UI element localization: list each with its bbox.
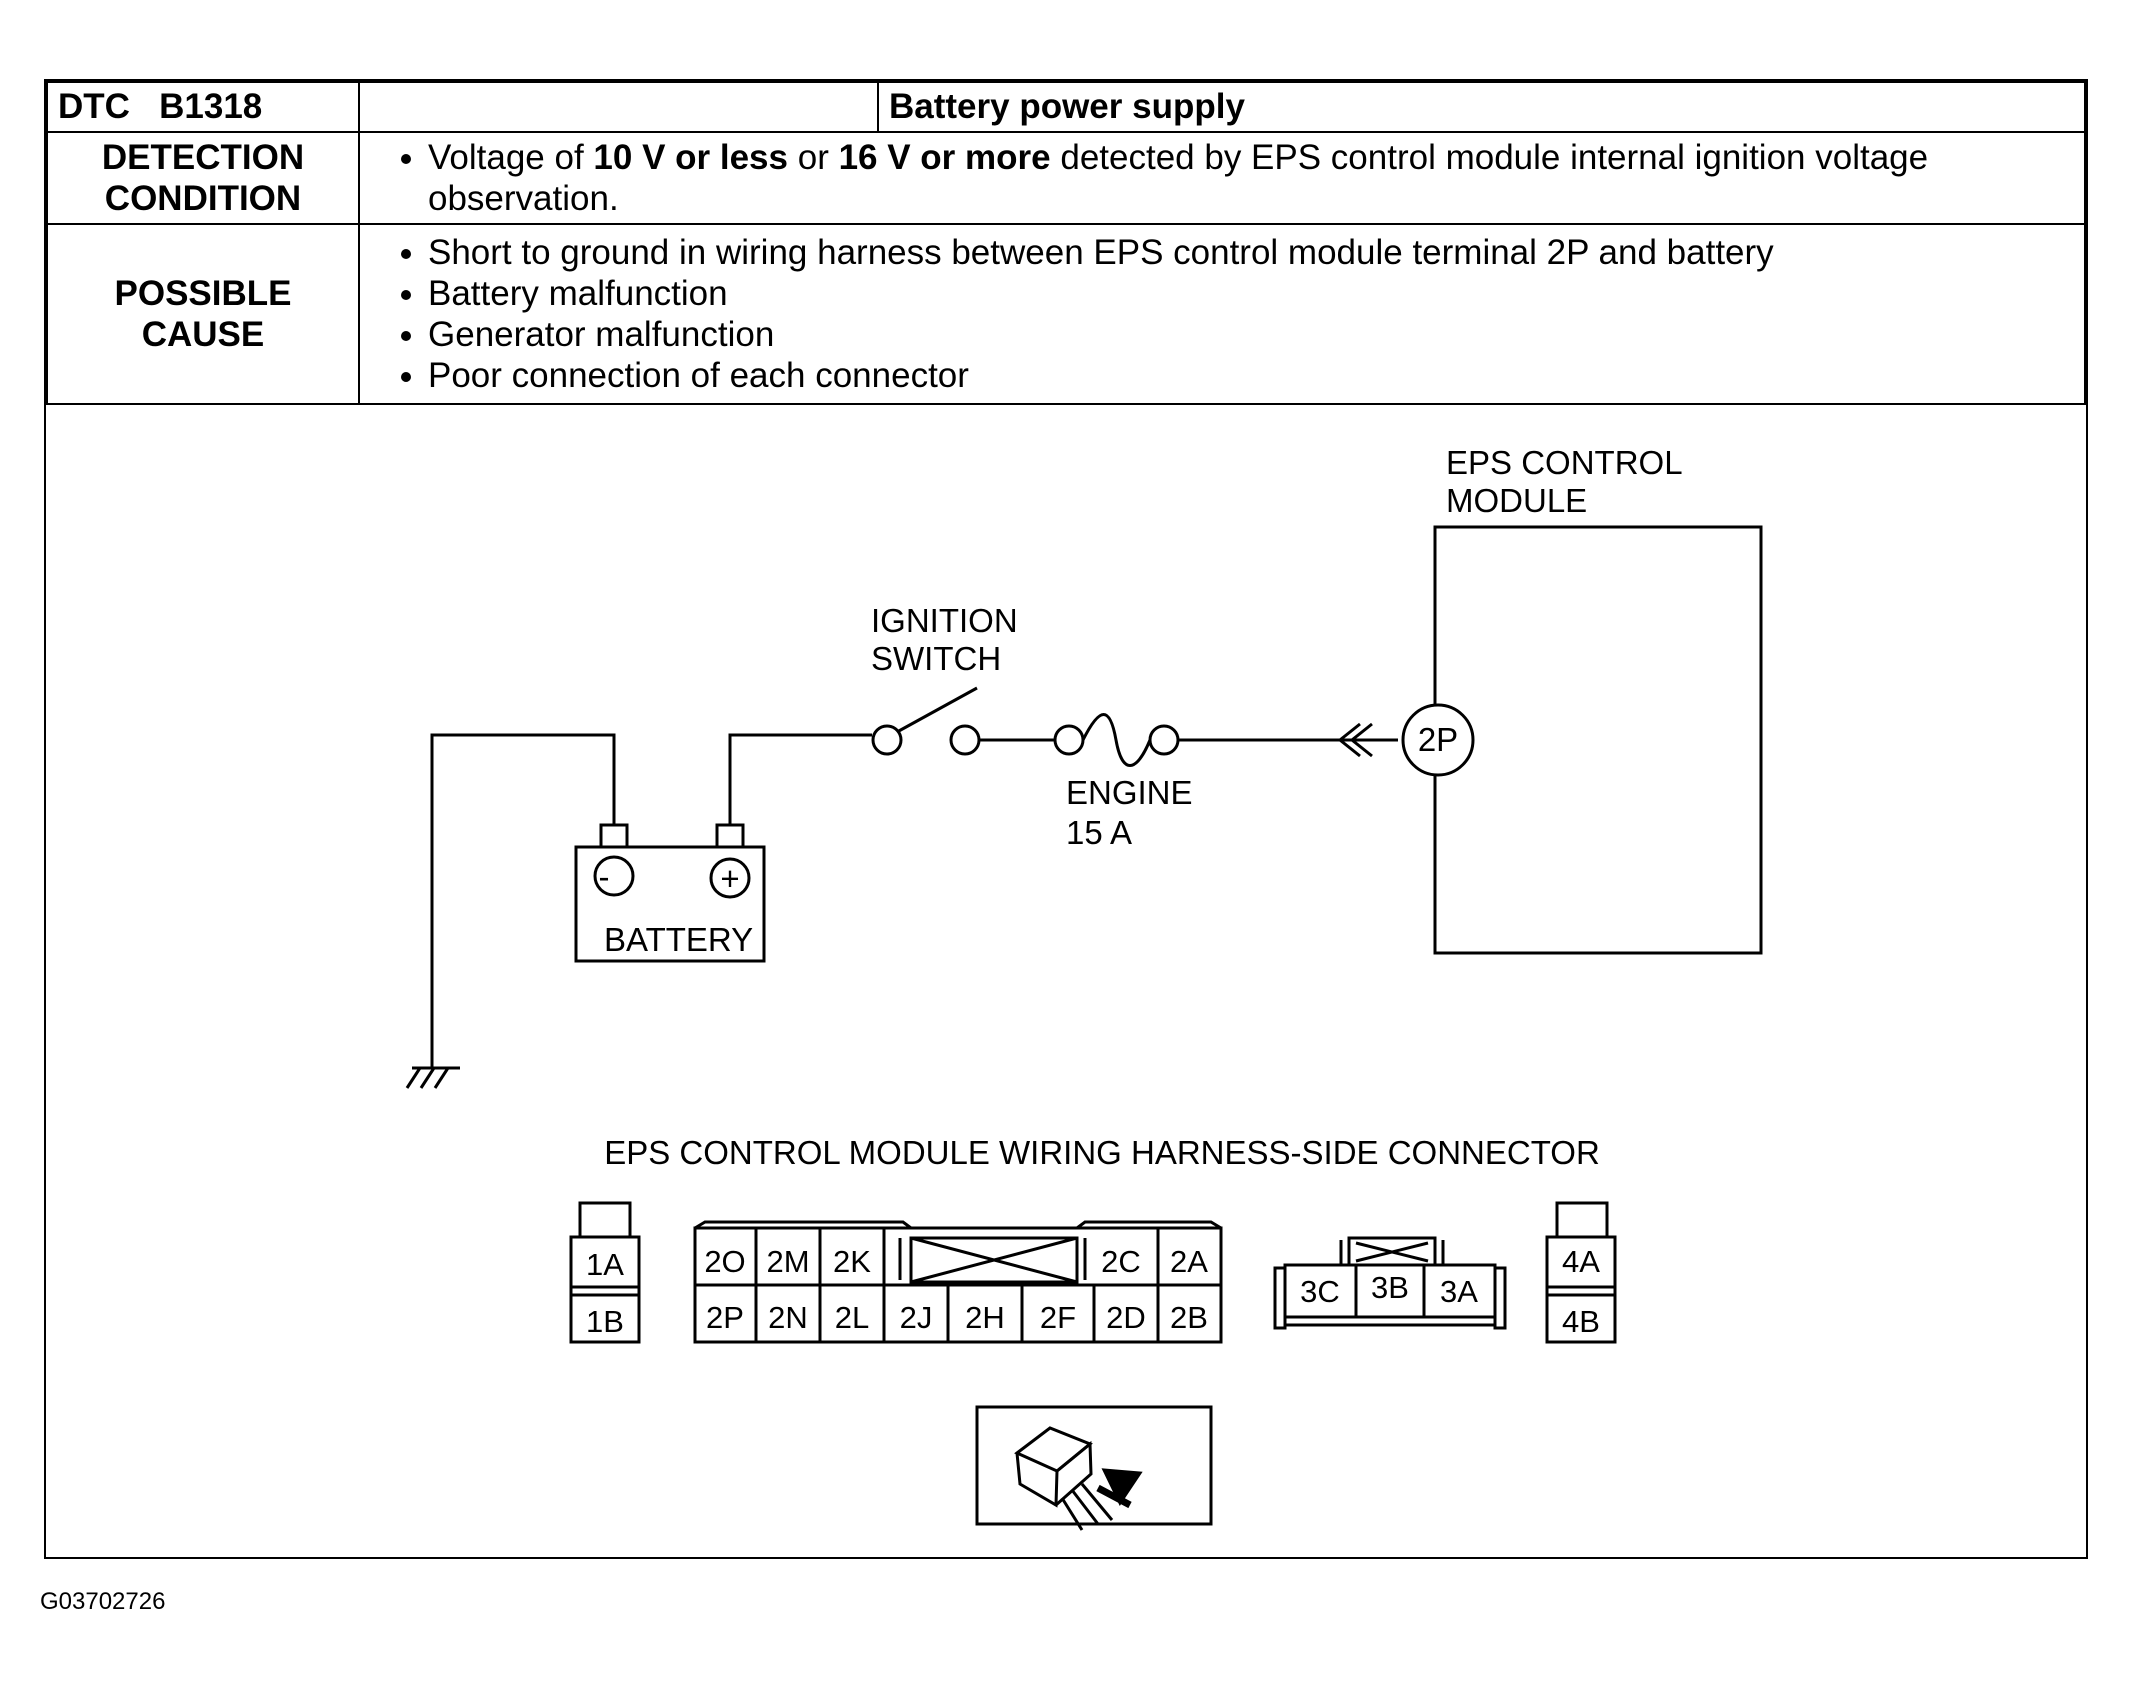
pin-label: 2K <box>833 1244 871 1279</box>
header-row: DTC B1318 Battery power supply <box>46 81 2086 133</box>
switch-blade <box>896 686 978 734</box>
list-item: Battery malfunction <box>428 273 2074 314</box>
possible-cause-label: POSSIBLE CAUSE <box>46 223 360 405</box>
pin-label: 2H <box>965 1300 1005 1335</box>
battery-minus-sign: - <box>599 858 610 895</box>
ignition-label-line2: SWITCH <box>871 640 1001 677</box>
detection-label: DETECTION CONDITION <box>46 131 360 225</box>
harness-side-view-icon <box>1014 1426 1143 1531</box>
pin-label: 3B <box>1371 1270 1409 1305</box>
switch-contact-left <box>871 724 903 756</box>
pin-label: 2M <box>766 1244 809 1279</box>
dtc-code: B1318 <box>159 87 263 126</box>
connector-arrow <box>1337 722 1373 758</box>
diagram-frame <box>44 79 2088 1559</box>
list-item: Poor connection of each connector <box>428 355 2074 396</box>
battery-terminal-positive <box>715 823 745 849</box>
connector-title: EPS CONTROL MODULE WIRING HARNESS-SIDE C… <box>604 1134 1600 1171</box>
switch-contact-right <box>949 724 981 756</box>
module-label-line2: MODULE <box>1446 482 1587 519</box>
battery-plus-sign: + <box>720 860 739 897</box>
battery-body <box>574 845 766 963</box>
pin-label: 2O <box>704 1244 745 1279</box>
dtc-label: DTC <box>58 87 130 126</box>
list-item: Generator malfunction <box>428 314 2074 355</box>
module-label-line1: EPS CONTROL <box>1446 444 1683 481</box>
fuse-contact-right <box>1148 724 1180 756</box>
battery-positive-wire <box>728 733 872 825</box>
pin-label: 2A <box>1170 1244 1208 1279</box>
pin-label: 2N <box>768 1300 808 1335</box>
pin-label: 2P <box>706 1300 744 1335</box>
figure-id: G03702726 <box>40 1588 166 1615</box>
battery-terminal-negative <box>599 823 629 849</box>
possible-cause-row: POSSIBLE CAUSE Short to ground in wiring… <box>46 223 2086 405</box>
pin-label: 2J <box>900 1300 933 1335</box>
eps-control-module <box>1433 525 1763 955</box>
header-blank-cell <box>358 81 879 133</box>
pin-label: 2B <box>1170 1300 1208 1335</box>
pin-label: 1A <box>586 1247 624 1282</box>
pin-label: 2L <box>835 1300 869 1335</box>
terminal-2p-label: 2P <box>1418 721 1458 758</box>
dtc-code-cell: DTC B1318 <box>46 81 360 133</box>
pin-label: 4B <box>1562 1304 1600 1339</box>
connector-4-latch <box>1555 1201 1609 1239</box>
detection-row: DETECTION CONDITION Voltage of 10 V or l… <box>46 131 2086 225</box>
pin-label: 4A <box>1562 1244 1600 1279</box>
connector-4 <box>1545 1235 1617 1344</box>
pin-label: 2F <box>1040 1300 1076 1335</box>
connector-1-latch <box>578 1201 632 1239</box>
dtc-title: Battery power supply <box>877 81 2086 133</box>
pin-label: 3A <box>1440 1274 1478 1309</box>
terminal-2p <box>1401 703 1475 777</box>
fuse-label-line2: 15 A <box>1066 814 1132 851</box>
connector-1 <box>569 1235 641 1344</box>
harness-side-view-box <box>975 1405 1213 1526</box>
pin-label: 2C <box>1101 1244 1141 1279</box>
fuse-contact-left <box>1053 724 1085 756</box>
dtc-table: DTC B1318 Battery power supply DETECTION… <box>46 81 2086 405</box>
possible-cause-list: Short to ground in wiring harness betwee… <box>358 223 2086 405</box>
ignition-label-line1: IGNITION <box>871 602 1018 639</box>
fuse-element <box>1081 713 1152 767</box>
pin-label: 3C <box>1300 1274 1340 1309</box>
pin-label: 2D <box>1106 1300 1146 1335</box>
detection-text: Voltage of 10 V or less or 16 V or more … <box>358 131 2086 225</box>
battery-label: BATTERY <box>604 921 753 958</box>
ground-wire <box>430 733 616 1068</box>
fuse-label-line1: ENGINE <box>1066 774 1193 811</box>
list-item: Short to ground in wiring harness betwee… <box>428 232 2074 273</box>
pin-label: 1B <box>586 1304 624 1339</box>
